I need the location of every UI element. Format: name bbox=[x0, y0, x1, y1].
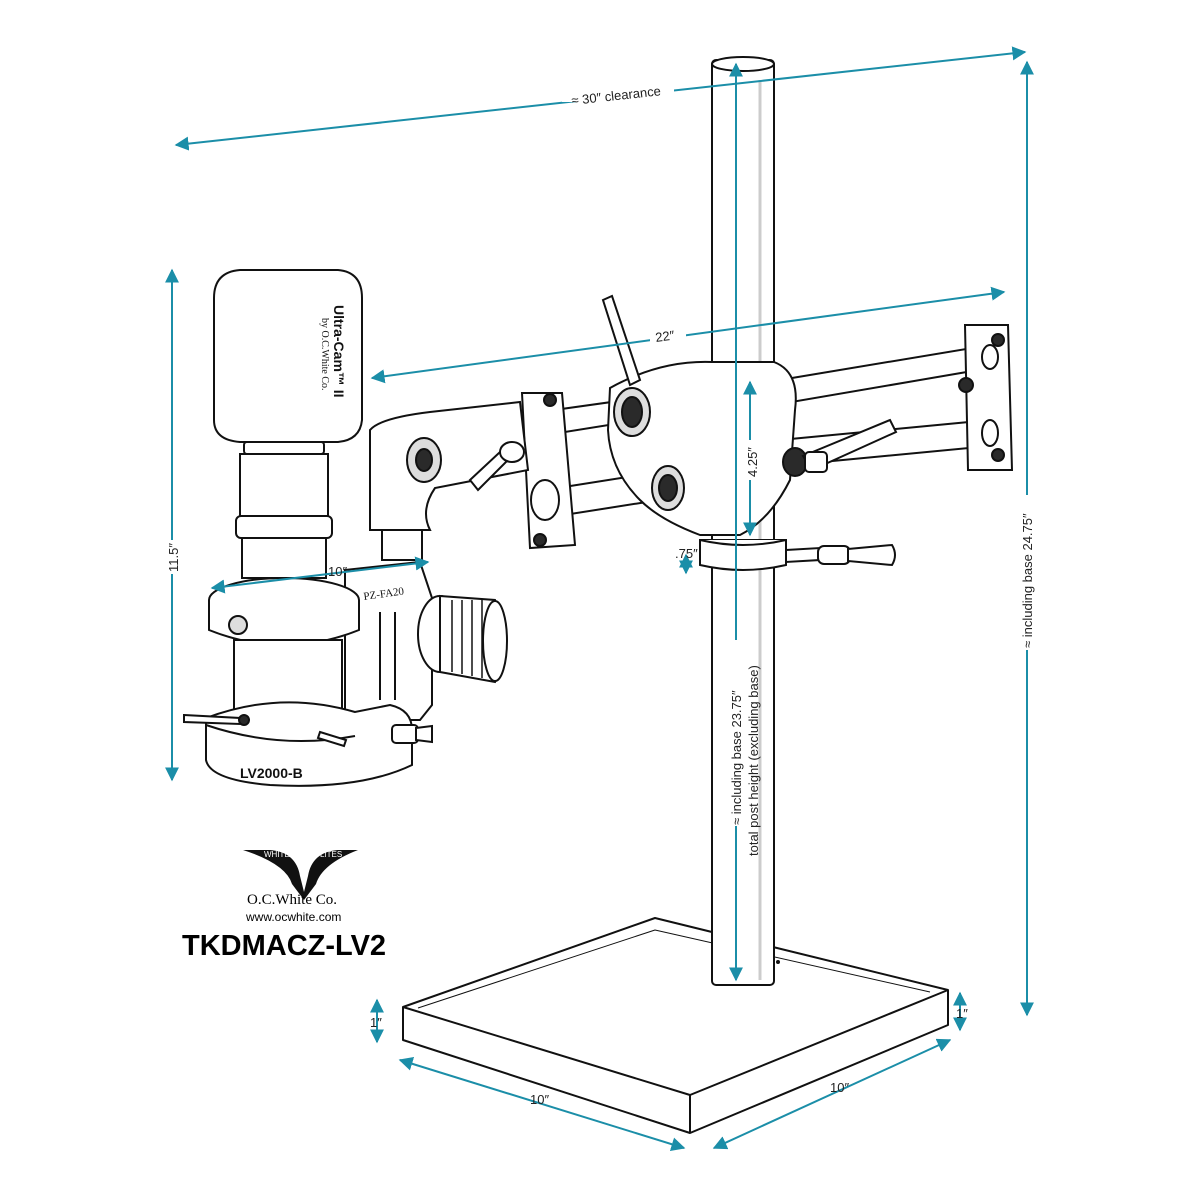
dim-post-label: ≈ including base 23.75″ bbox=[729, 690, 744, 825]
dim-arm-line bbox=[370, 286, 1006, 384]
camera-sub-label: by O.C.White Co. bbox=[319, 318, 330, 391]
company-url: www.ocwhite.com bbox=[245, 910, 341, 924]
dim-base-depth-label: 10″ bbox=[530, 1092, 549, 1107]
dim-collar-label: .75″ bbox=[675, 546, 698, 561]
dim-scope-width-line bbox=[210, 556, 430, 594]
dim-arm-label: 22″ bbox=[654, 327, 675, 345]
base-plate bbox=[402, 917, 949, 1134]
dim-scope-height-label: 11.5″ bbox=[166, 543, 181, 572]
dim-post-gap-label: 4.25″ bbox=[745, 447, 760, 477]
brand-block: WHITE LITES O.C.White Co. www.ocwhite.co… bbox=[182, 850, 386, 962]
part-labels: Ultra-Cam™ II by O.C.White Co. PZ-FA20 L… bbox=[240, 305, 405, 781]
lower-collar bbox=[699, 539, 896, 571]
model-number: TKDMACZ-LV2 bbox=[182, 930, 386, 962]
dim-scope-width-label: 10″ bbox=[328, 564, 347, 579]
dim-post-total-label: total post height (excluding base) bbox=[746, 665, 761, 856]
dim-base-left-thickness-label: 1″ bbox=[370, 1015, 382, 1030]
dim-height-label: ≈ including base 24.75″ bbox=[1020, 513, 1035, 648]
logo-left-text: WHITE bbox=[264, 850, 290, 859]
logo-right-text: LITES bbox=[320, 850, 342, 859]
dimension-labels: ≈ 30″ clearance 22″ ≈ including base 24.… bbox=[162, 83, 1038, 1107]
camera-brand-label: Ultra-Cam™ II bbox=[331, 305, 347, 398]
company-name: O.C.White Co. bbox=[247, 892, 337, 908]
dim-base-depth-line bbox=[398, 1057, 686, 1151]
ring-light-label: LV2000-B bbox=[240, 765, 303, 781]
dim-base-width-label: 10″ bbox=[830, 1080, 849, 1095]
white-lites-logo: WHITE LITES bbox=[243, 850, 358, 900]
dim-base-width-line bbox=[712, 1038, 952, 1150]
focus-mount-label: PZ-FA20 bbox=[363, 585, 406, 603]
dim-base-right-thickness-label: 1″ bbox=[956, 1006, 968, 1021]
